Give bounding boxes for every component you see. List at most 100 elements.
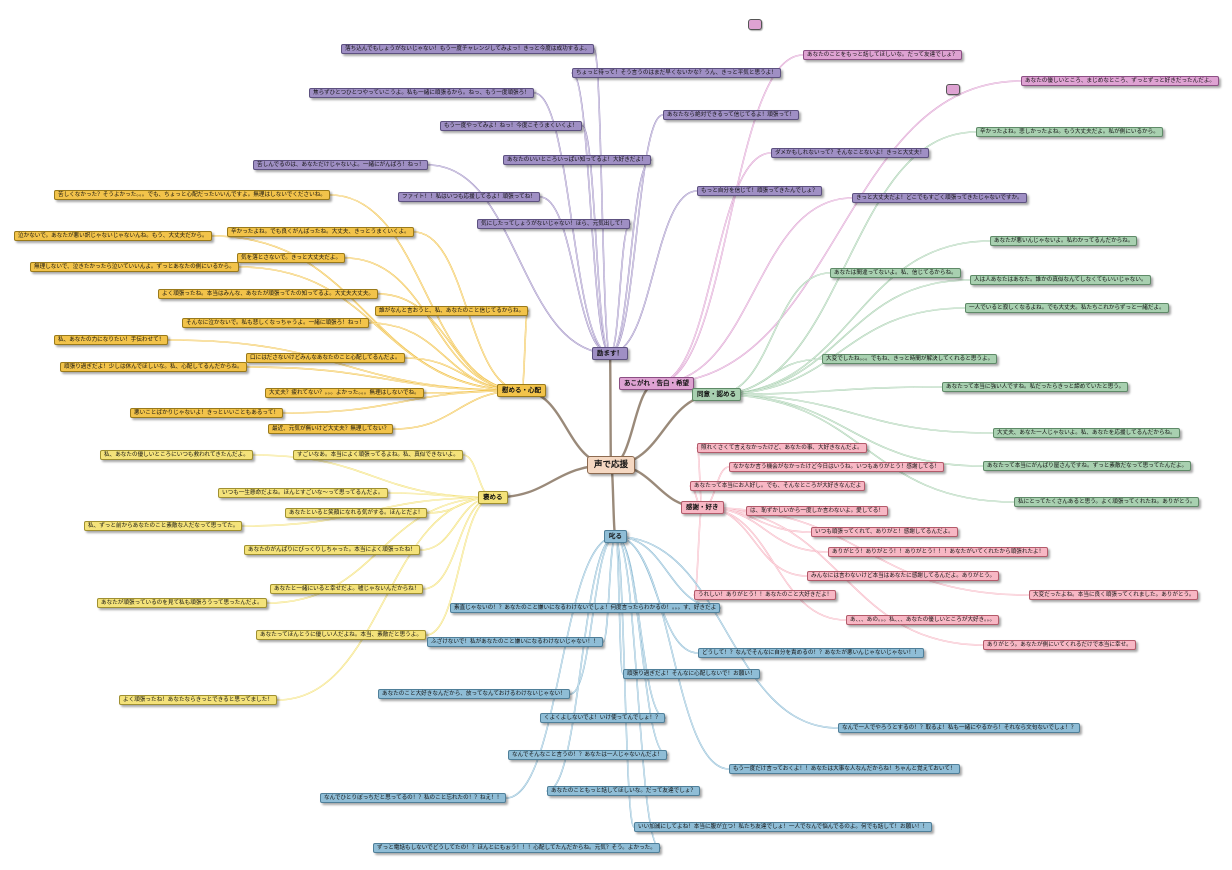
leaf-shikaru[interactable]: もう一度だけ言っておくよ！！あなたは大事な人なんだからね！ちゃんと覚えておいて！ [729, 764, 960, 774]
branch-shikaru[interactable]: 叱る [604, 530, 627, 543]
leaf-homeru[interactable]: 私、あなたの優しいところにいつも救われてきたんだよ。 [100, 450, 253, 460]
leaf-hagemasu[interactable]: もっと自分を信じて！頑張ってきたんでしょ？ [697, 186, 822, 196]
leaf-kyokan[interactable]: 辛かったよね。悲しかったよね。もう大丈夫だよ。私が側にいるから。 [976, 127, 1163, 137]
leaf-hagemasu[interactable]: 焦らずひとつひとつやっていこうよ。私も一緒に頑張るから。ねっ、もう一度頑張ろ！ [309, 88, 534, 98]
leaf-hagemasu[interactable]: あなたなら絶対できるって信じてるよ！頑張って！ [663, 110, 799, 120]
connector-line [539, 196, 611, 354]
leaf-kyokan[interactable]: 人は人あなたはあなた。誰かの真似なんてしなくてもいいじゃない。 [970, 275, 1151, 285]
leaf-shikaru[interactable]: なんでひとりぼっちだと思ってるの！？私のこと忘れたの！？ねえ！！ [320, 793, 507, 803]
connector-line [615, 536, 668, 756]
leaf-homeru[interactable]: あなたといると笑顔になれる気がする。ほんとだよ！ [285, 508, 428, 518]
leaf-nagusameru[interactable]: 気を落とさないで。きっと大丈夫だよ。 [237, 253, 346, 263]
leaf-kansha[interactable]: いつも頑張ってくれて、ありがと！感謝してるんだよ。 [811, 527, 958, 537]
connector-line [656, 152, 772, 384]
leaf-kyokan[interactable]: 一人でいると寂しくなるよね。でも大丈夫。私たちこれからずっと一緒だよ。 [965, 303, 1169, 313]
leaf-shikaru[interactable]: いい加減にしてよね！本当に腹が立つ！私たち友達でしょ！一人でなんで悩んでるのよ。… [634, 822, 932, 832]
connector-line [546, 536, 616, 792]
leaf-nagusameru[interactable]: 頑張り過ぎだよ！少しは休んでほしいな。私、心配してるんだからね。 [60, 362, 247, 372]
leaf-shikaru[interactable]: くよくよしないでよ！いけ使ってんでしょ！？ [540, 713, 665, 723]
leaf-homeru[interactable]: いつも一生懸命だよね。ほんとすごいな～って思ってるんだよ。 [218, 488, 388, 498]
leaf-akogare[interactable]: あなたの優しいところ、まじめなところ、ずっとずっと好きだったんだよ。 [1021, 76, 1220, 86]
leaf-homeru[interactable]: あなたと一緒にいると幸せだよ。嘘じゃないんだからね！ [270, 584, 424, 594]
connector-line [615, 536, 839, 729]
leaf-kansha[interactable]: みんなには言わないけど本当はあなたに感謝してるんだよ。ありがとう。 [807, 571, 1000, 581]
connector-line [246, 366, 522, 391]
leaf-kansha[interactable]: あなたって本当にお人好し。でも、そんなところが大好きなんだよ [690, 481, 866, 491]
connector-line [419, 497, 494, 551]
leaf-nagusameru[interactable]: よく頑張ったね。本当はみんな、あなたが頑張ってたの知ってるよ。大丈夫大丈夫。 [158, 289, 379, 299]
leaf-kansha[interactable]: 照れくさくて言えなかったけど、あなたの事、大好きなんだよ。 [697, 443, 867, 453]
leaf-kyokan[interactable]: 大丈夫、あなた一人じゃないよ。私、あなたを応援してるんだからね。 [993, 428, 1180, 438]
leaf-hagemasu[interactable]: あなたのいいところいっぱい知ってるよ！大好きだよ！ [503, 155, 651, 165]
leaf-kansha[interactable]: あ、、、あの。。。私、、、あなたの優しいところが大好き。。。 [846, 615, 1000, 625]
leaf-kyokan[interactable]: 私にとってたくさんあると思う。よく頑張ってくれたね。ありがとう。 [1014, 497, 1200, 507]
leaf-akogare[interactable]: あなたのことをもっと話してほしいな。だって友達でしょ？ [803, 50, 962, 60]
leaf-shikaru[interactable]: 素直じゃないの！？あなたのこと嫌いになるわけないでしょ！何度言ったらわかるの！。… [450, 603, 721, 613]
connector-line [696, 447, 703, 508]
leaf-hagemasu[interactable]: もう一度やってみよ！ねっ！今度こそうまくいくよ！ [440, 121, 582, 131]
leaf-homeru[interactable]: すごいなあ。本当によく頑張ってるよね。私、真似できないよ。 [293, 450, 463, 460]
leaf-akogare[interactable]: きっと大丈夫だよ！どこでもすごく頑張ってきたじゃないですか。 [852, 193, 1027, 203]
leaf-nagusameru[interactable]: 辛かったよね。でも良くがんばったね。大丈夫、きっとうまくいくよ。 [227, 227, 414, 237]
leaf-shikaru[interactable]: あなたのこと大好きなんだから、放ってなんておけるわけないじゃない！ [378, 689, 570, 699]
leaf-nagusameru[interactable]: 私、あなたの力になりたい！手伝わせて！ [54, 335, 169, 345]
connector-line [615, 536, 661, 849]
leaf-shikaru[interactable]: なんでそんなこと言うの！？あなたは一人じゃないんだよ！ [508, 750, 667, 760]
connector-line [608, 352, 613, 467]
leaf-homeru[interactable]: よく頑張ったね！あなたならきっとできると思ってました！ [119, 695, 277, 705]
leaf-homeru[interactable]: あなたってほんとうに優しい人だよね。本当、素敵だと思うよ。 [256, 630, 426, 640]
leaf-homeru[interactable]: あなたのがんばりにびっくりしちゃった。本当によく頑張ったね！ [244, 545, 420, 555]
leaf-kansha[interactable]: なかなか言う機会がなかったけど今日はいうね。いつもありがとう！感謝してる！ [729, 462, 944, 472]
leaf-hagemasu[interactable]: ファイト！！私はいつも応援してるよ！頑張ってね！ [398, 192, 540, 202]
leaf-kansha[interactable]: は、恥ずかしいから一度しか言わないよ。愛してる！ [746, 506, 888, 516]
leaf-shikaru[interactable]: ふざけないで！私があなたのこと嫌いになるわけないじゃない！！ [427, 637, 603, 647]
leaf-kyokan[interactable]: あなたが悪いんじゃないよ。私わかってるんだからね。 [990, 236, 1138, 246]
leaf-shikaru[interactable]: 頑張り過ぎだよ！そんなに心配しないで！お願い！ [623, 669, 760, 679]
connector-line [702, 507, 808, 577]
leaf-kyokan[interactable]: あなたって本当にがんばり屋さんですね。ずっと素敵だなって思ってたんだよ。 [983, 461, 1192, 471]
leaf-nagusameru[interactable]: 最近、元気が無いけど大丈夫？無理してない？ [268, 424, 394, 434]
branch-kansha[interactable]: 感謝・好き [681, 501, 724, 514]
leaf-hagemasu[interactable]: 気にしたってしょうがないじゃない！ほら、元気出して！ [477, 219, 630, 229]
leaf-nagusameru[interactable]: 泣かないで。あなたが悪い訳じゃないじゃないんね。もう、大丈夫だから。 [14, 231, 212, 241]
leaf-kyokan[interactable]: 大変でしたね。。。でもね、きっと時間が解決してくれると思うよ。 [822, 354, 998, 364]
leaf-hagemasu[interactable]: 落ち込んでもしょうがないじゃない！もう一度チャレンジしてみよっ！きっと今度は成功… [341, 44, 595, 54]
leaf-nagusameru[interactable]: 悪いことばかりじゃないよ！きっといいこともあるって！ [130, 408, 283, 418]
leaf-hagemasu[interactable]: ちょっと待って！そう言うのはまだ早くないかな？うん、きっと平気と思うよ！ [572, 68, 781, 78]
leaf-kansha[interactable]: ありがとう。あなたが側にいてくれるだけで本当に幸せ。 [983, 640, 1136, 650]
branch-kyokan[interactable]: 同意・認める [692, 388, 741, 401]
leaf-shikaru[interactable]: なんで一人でやろうとするの！？取るよ！私も一緒にやるから！それなら文句ないでしょ… [838, 723, 1081, 733]
connector-line [702, 507, 847, 621]
connector-line [609, 190, 698, 354]
branch-nagusameru[interactable]: 慰める・心配 [497, 384, 546, 397]
leaf-nagusameru[interactable]: 無理しないで、泣きたかったら泣いていいんよ。ずっとあなたの側にいるから。 [30, 262, 239, 272]
connector-line [716, 394, 994, 434]
leaf-nagusameru[interactable]: 大丈夫？疲れてない？。。。よかった。。。無理はしないでね。 [265, 388, 424, 398]
branch-akogare[interactable]: あこがれ・告白・希望 [619, 377, 694, 390]
connector-line [716, 240, 991, 395]
central-topic[interactable]: 声で応援 [587, 456, 636, 474]
leaf-nagusameru[interactable]: そんなに泣かないで。私も悲しくなっちゃうよ。一緒に頑張ろ！ねっ！ [182, 318, 369, 328]
connector-line [656, 80, 1022, 384]
leaf-homeru[interactable]: あなたが頑張っているのを見て私も頑張ろうって思ったんだよ。 [97, 598, 267, 608]
leaf-nagusameru[interactable]: 誰がなんと言おうと、私、あなたのこと信じてるからね。 [375, 306, 529, 316]
leaf-homeru[interactable]: 私、ずっと前からあなたのこと素敵な人だなって思ってた。 [84, 521, 243, 531]
connector-line [427, 164, 611, 354]
leaf-kansha[interactable]: 大変だったよね。本当に良く頑張ってくれました。ありがとう。 [1029, 590, 1199, 600]
leaf-kansha[interactable]: うれしい！ありがとう！！あなたのこと大好きだよ！ [694, 590, 837, 600]
leaf-akogare[interactable]: ダメかもしれないって？そんなことないよ！きっと大丈夫！ [771, 148, 930, 158]
branch-hagemasu[interactable]: 励ます！ [592, 347, 628, 360]
leaf-shikaru[interactable]: どうして！？なんでそんなに自分を責めるの！？あなたが悪いんじゃないじゃない！！ [698, 648, 924, 658]
leaf-kyokan[interactable]: あなたって本当に強い人ですね。私だったらきっと諦めていたと思う。 [942, 382, 1129, 392]
connector-line [425, 497, 494, 636]
fold-handle-icon[interactable] [946, 84, 960, 95]
branch-homeru[interactable]: 褒める [478, 491, 508, 504]
leaf-shikaru[interactable]: ずっと電話もしないでどうしてたの！？ほんとにもぉう！！！心配してたんだからね。元… [373, 843, 660, 853]
leaf-nagusameru[interactable]: 苦しくなかった？そうよかった。。。でも、ちょっと心配だったいいんですよ。無理はし… [54, 190, 330, 200]
leaf-hagemasu[interactable]: 苦しんでるのは、あなただけじゃないよ。一緒にがんばろ！ねっ！ [253, 160, 429, 170]
fold-handle-icon[interactable] [748, 19, 762, 30]
leaf-kyokan[interactable]: あなたは間違ってないよ。私、信じてるからね。 [830, 268, 961, 278]
leaf-nagusameru[interactable]: 口にはださないけどみんなあなたのこと心配してるんだよ。 [246, 353, 405, 363]
leaf-shikaru[interactable]: あなたのこともっと話してほしいな。だって友達でしょ？ [547, 786, 700, 796]
leaf-kansha[interactable]: ありがとう！ありがとう！！ありがとう！！！あなたがいてくれたから頑張れたよ！ [828, 547, 1049, 557]
